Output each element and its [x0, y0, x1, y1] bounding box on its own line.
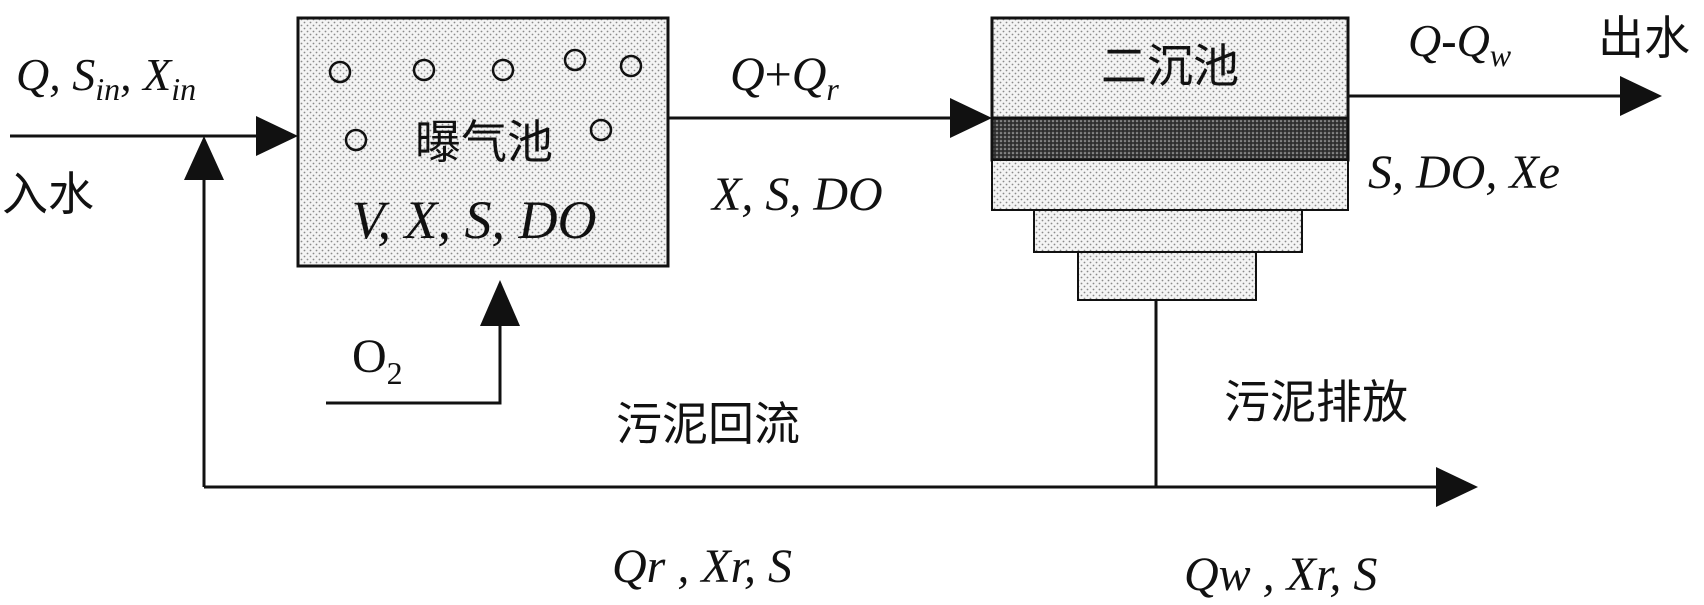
- influent-label: 入水: [2, 167, 94, 221]
- flow-lines: [10, 76, 1662, 507]
- effluent-qw: Q: [1457, 15, 1490, 66]
- sludge-return-label: 污泥回流: [616, 397, 800, 451]
- bubble: [563, 48, 587, 72]
- flow-plus: +: [765, 48, 792, 101]
- flow-qr-sub: r: [826, 71, 839, 107]
- flow-qr: Q: [792, 48, 827, 101]
- effluent-dash: -: [1441, 15, 1456, 66]
- effluent-qw-sub: w: [1490, 37, 1512, 73]
- bubble: [491, 58, 515, 82]
- bubble: [412, 58, 436, 82]
- bubble: [589, 118, 613, 142]
- aeration-tank-box: [296, 16, 670, 268]
- clarifier-top-box: [990, 16, 1350, 120]
- sludge-discharge-label: 污泥排放: [1224, 375, 1408, 429]
- tank-to-clarifier-flow: Q+Qr: [730, 48, 839, 107]
- clarifier-lower-tier-3: [1077, 251, 1257, 301]
- oxygen-arrowhead: [480, 280, 520, 326]
- sludge-return-composition: Qr , Xr, S: [612, 540, 792, 593]
- effluent-flow: Q-Qw: [1408, 15, 1512, 73]
- sludge-discharge-arrowhead: [1436, 467, 1478, 507]
- sludge-return-arrowhead: [184, 136, 224, 180]
- bubble: [344, 128, 368, 152]
- aeration-tank: 曝气池 V, X, S, DO: [296, 16, 670, 268]
- aeration-bubbles: [328, 48, 643, 152]
- influent-q: Q: [16, 49, 49, 100]
- influent-composition: Q, Sin, Xin: [16, 49, 196, 107]
- sludge-discharge-composition: Qw , Xr, S: [1184, 548, 1377, 601]
- clarifier-sludge-blanket: [990, 116, 1350, 162]
- secondary-clarifier: 二沉池: [990, 16, 1350, 301]
- oxygen-o: O: [352, 330, 387, 383]
- oxygen-label: O2: [352, 330, 403, 391]
- influent-s-sub: in: [95, 71, 120, 107]
- influent-x-sub: in: [171, 71, 196, 107]
- bubble: [619, 54, 643, 78]
- oxygen-sub: 2: [387, 355, 403, 391]
- aeration-tank-name: 曝气池: [415, 115, 553, 169]
- clarifier-lower-tier-1: [991, 159, 1349, 211]
- oxygen-supply-line: [326, 324, 502, 405]
- tank-to-clarifier-arrowhead: [950, 98, 992, 138]
- effluent-arrowhead: [1620, 76, 1662, 116]
- bubble: [328, 60, 352, 84]
- effluent-label: 出水: [1598, 11, 1690, 65]
- influent-s: S: [72, 49, 95, 100]
- tank-to-clarifier-composition: X, S, DO: [710, 168, 883, 221]
- clarifier-lower-tier-2: [1033, 209, 1303, 253]
- aeration-tank-state-vars: V, X, S, DO: [351, 190, 596, 250]
- influent-x: X: [141, 49, 173, 100]
- effluent-composition: S, DO, Xe: [1368, 146, 1560, 199]
- flow-q: Q: [730, 48, 765, 101]
- clarifier-name: 二沉池: [1101, 39, 1239, 93]
- effluent-q: Q: [1408, 15, 1441, 66]
- influent-arrowhead: [256, 116, 298, 156]
